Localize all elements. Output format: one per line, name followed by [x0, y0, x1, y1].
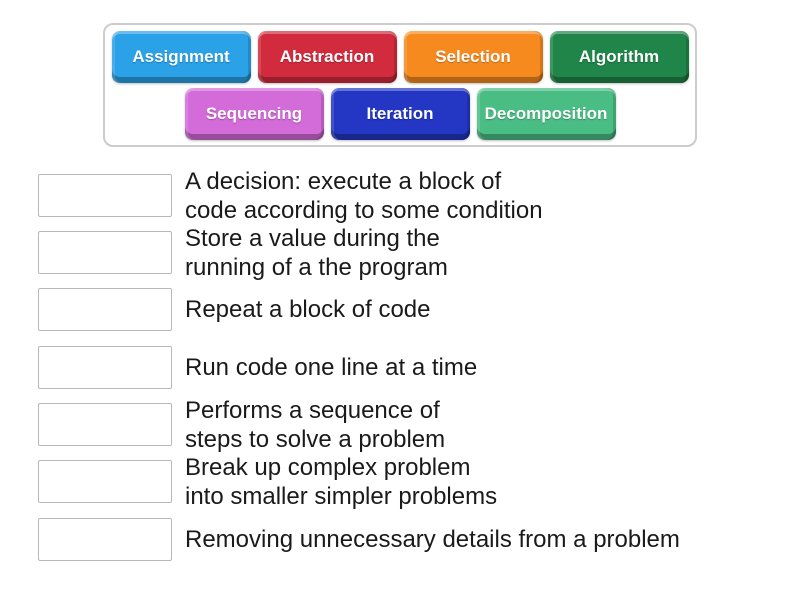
word-tile-decomposition[interactable]: Decomposition: [476, 87, 616, 140]
answer-drop-box[interactable]: [38, 403, 172, 446]
tile-tray-row-2: Sequencing Iteration Decomposition: [105, 87, 695, 140]
match-item: Store a value during the running of a th…: [38, 225, 448, 281]
clue-text: Repeat a block of code: [185, 295, 431, 324]
clue-line: into smaller simpler problems: [185, 482, 498, 510]
match-item: Run code one line at a time: [38, 346, 477, 389]
word-tile-iteration[interactable]: Iteration: [330, 87, 470, 140]
clue-line: A decision: execute a block of: [185, 167, 502, 195]
word-tile-abstraction[interactable]: Abstraction: [257, 30, 397, 83]
clue-text: A decision: execute a block of code acco…: [185, 167, 543, 225]
clue-line: Performs a sequence of: [185, 396, 440, 424]
clue-line: Repeat a block of code: [185, 296, 431, 323]
word-tile-algorithm[interactable]: Algorithm: [549, 30, 689, 83]
tile-tray: Assignment Abstraction Selection Algorit…: [103, 23, 697, 147]
answer-drop-box[interactable]: [38, 346, 172, 389]
clue-text: Store a value during the running of a th…: [185, 224, 448, 282]
answer-drop-box[interactable]: [38, 288, 172, 331]
tile-tray-row-1: Assignment Abstraction Selection Algorit…: [105, 30, 695, 83]
answer-drop-box[interactable]: [38, 460, 172, 503]
clue-line: Run code one line at a time: [185, 354, 478, 381]
clue-line: steps to solve a problem: [185, 425, 446, 453]
clue-line: running of a the program: [185, 253, 448, 281]
match-item: A decision: execute a block of code acco…: [38, 168, 543, 224]
clue-line: Break up complex problem: [185, 453, 471, 481]
match-item: Repeat a block of code: [38, 288, 431, 331]
answer-drop-box[interactable]: [38, 174, 172, 217]
match-item: Removing unnecessary details from a prob…: [38, 518, 680, 561]
answer-drop-box[interactable]: [38, 518, 172, 561]
word-tile-assignment[interactable]: Assignment: [111, 30, 251, 83]
clue-text: Performs a sequence of steps to solve a …: [185, 396, 445, 454]
word-tile-selection[interactable]: Selection: [403, 30, 543, 83]
match-item: Break up complex problem into smaller si…: [38, 454, 497, 510]
match-item: Performs a sequence of steps to solve a …: [38, 397, 445, 453]
clue-line: code according to some condition: [185, 196, 543, 224]
clue-text: Break up complex problem into smaller si…: [185, 453, 497, 511]
answer-drop-box[interactable]: [38, 231, 172, 274]
word-tile-sequencing[interactable]: Sequencing: [184, 87, 324, 140]
clue-line: Store a value during the: [185, 224, 440, 252]
clue-text: Run code one line at a time: [185, 353, 477, 382]
clue-line: Removing unnecessary details from a prob…: [185, 526, 680, 553]
clue-text: Removing unnecessary details from a prob…: [185, 525, 680, 554]
